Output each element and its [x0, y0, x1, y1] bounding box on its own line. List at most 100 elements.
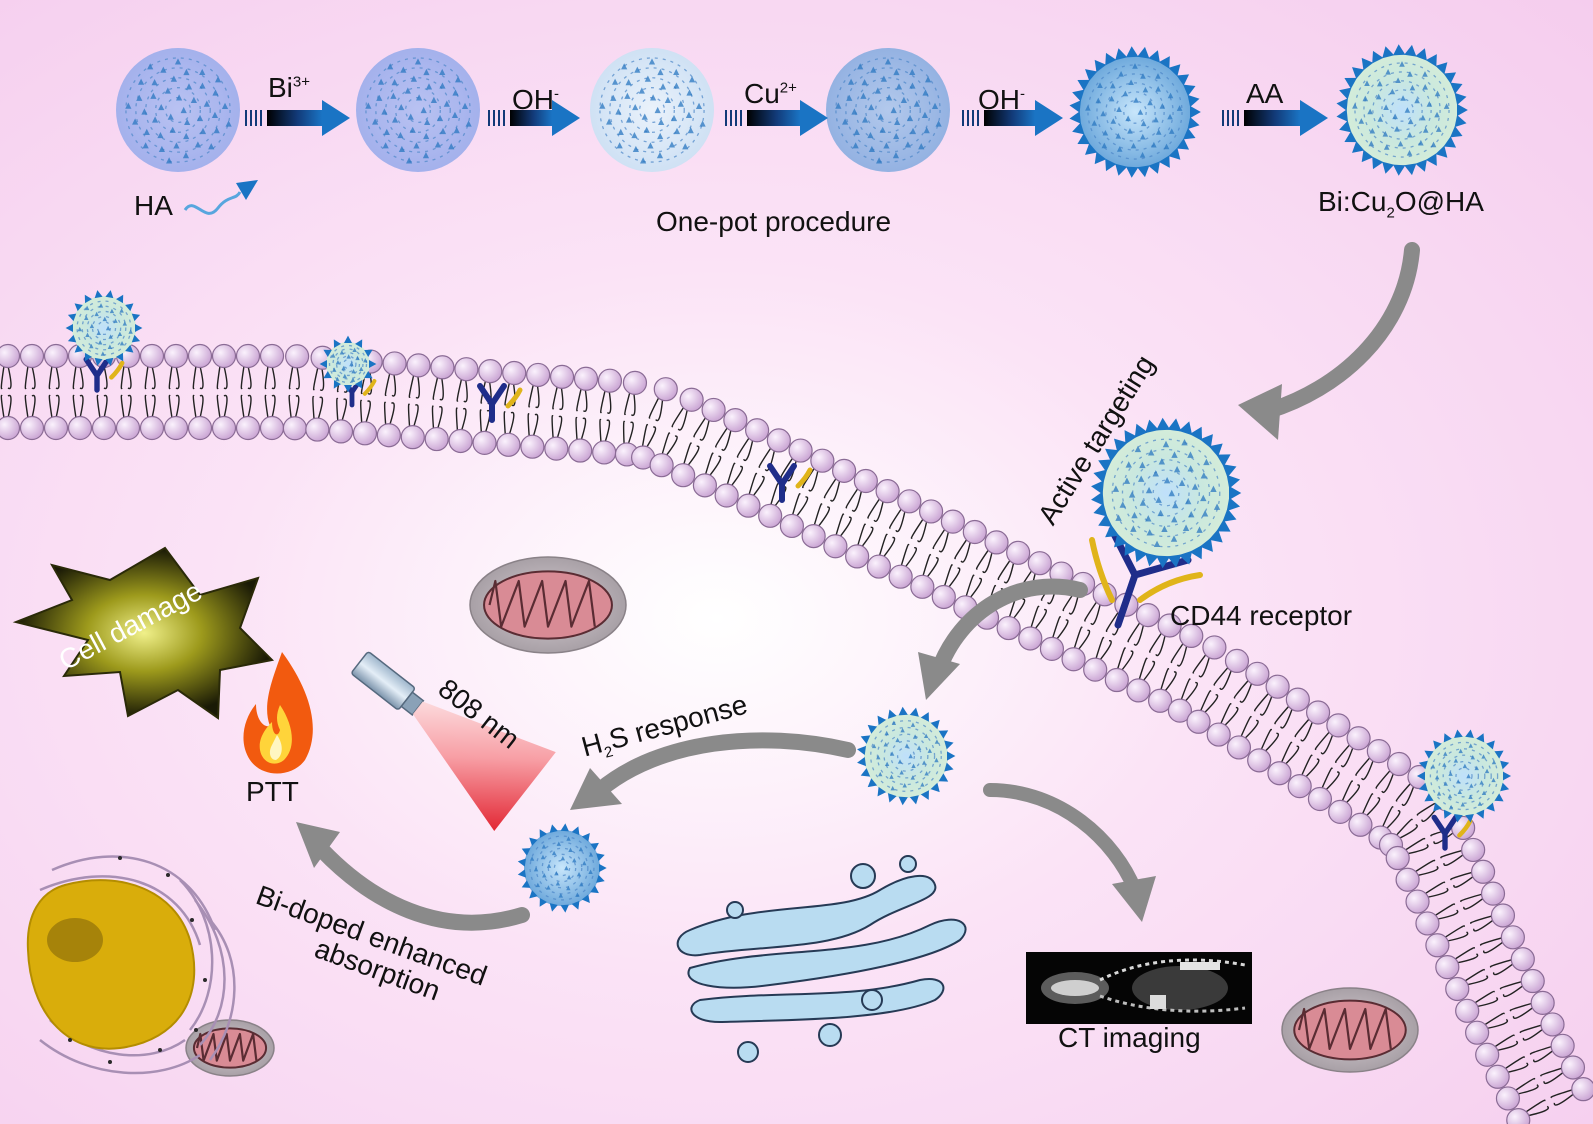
lipid-head	[1147, 688, 1173, 713]
lipid-head	[1425, 933, 1450, 958]
lipid-head	[1445, 976, 1470, 1002]
lipid-head	[285, 344, 310, 369]
lipid-head	[1224, 648, 1250, 673]
reagent-label-5: AA	[1246, 78, 1284, 109]
lipid-head	[1530, 990, 1555, 1015]
lipid-head	[259, 415, 285, 441]
lipid-head	[1104, 667, 1129, 693]
lipid-head	[1135, 603, 1161, 628]
lipid-head	[1265, 674, 1290, 699]
lipid-head	[653, 377, 678, 402]
cu-complex-sphere	[826, 48, 950, 172]
targeting-arrowhead	[1238, 384, 1282, 440]
lipid-head	[1027, 551, 1052, 576]
lipid-head	[1550, 1033, 1575, 1058]
lipid-head	[758, 503, 783, 528]
lipid-head	[259, 343, 285, 369]
synthesis-step-arrow	[962, 100, 1063, 136]
lipid-head	[382, 351, 407, 376]
lipid-head	[328, 419, 354, 444]
lipid-head	[115, 415, 141, 441]
lipid-head	[1560, 1055, 1586, 1080]
targeting-arrow	[1257, 242, 1420, 420]
bi-cu2o-ha-particle	[1336, 44, 1468, 176]
lipid-head	[1415, 911, 1440, 936]
one-pot-synthesis-row	[116, 44, 1468, 215]
lipid-head	[1126, 678, 1151, 703]
absorption-arrow	[314, 842, 530, 931]
ptt-label: PTT	[246, 776, 299, 807]
lipid-head	[1247, 748, 1272, 773]
lipid-head	[1506, 1108, 1531, 1124]
lipid-head	[1455, 998, 1480, 1023]
internalized-particle	[857, 706, 956, 806]
lipid-head	[1346, 726, 1371, 751]
hydroxide-sphere	[590, 48, 714, 172]
lipid-head	[1287, 774, 1312, 799]
lipid-head	[918, 499, 944, 524]
lipid-head	[0, 415, 21, 441]
lipid-head	[1490, 903, 1516, 928]
lipid-head	[910, 574, 935, 599]
reagent-label-2: OH-	[512, 84, 559, 115]
lipid-head	[1083, 657, 1108, 682]
lipid-head	[305, 417, 330, 442]
lipid-head	[1006, 540, 1031, 565]
lipid-head	[211, 343, 237, 369]
ha-chain-icon	[183, 191, 242, 215]
lipid-head	[1326, 713, 1351, 738]
bound-particle-small	[65, 290, 143, 366]
lipid-head	[1435, 955, 1460, 980]
lipid-head	[1386, 751, 1412, 777]
lipid-head	[745, 418, 770, 443]
lipid-head	[1186, 709, 1211, 734]
lipid-head	[91, 415, 117, 441]
ha-precursor-sphere	[116, 48, 240, 172]
lipid-head	[766, 428, 791, 453]
reagent-label-3: Cu2+	[744, 78, 797, 109]
lipid-head	[962, 519, 987, 545]
lipid-head	[211, 415, 237, 441]
cd44-receptor	[477, 383, 523, 423]
lipid-head	[1500, 925, 1525, 950]
golgi-apparatus	[676, 855, 967, 1063]
lipid-head	[235, 343, 261, 369]
bi-complex-sphere	[356, 48, 480, 172]
lipid-head	[187, 343, 213, 369]
lipid-head	[163, 415, 189, 441]
lipid-head	[376, 423, 401, 448]
lipid-head	[622, 370, 648, 395]
lipid-head	[478, 359, 503, 384]
reagent-label-1: Bi3+	[268, 72, 311, 103]
lipid-head	[1285, 687, 1310, 712]
lipid-head	[352, 421, 378, 446]
lipid-head	[430, 355, 455, 380]
synthesis-step-arrow	[245, 100, 350, 136]
lipid-head	[1470, 859, 1496, 884]
synthesis-step-arrow	[488, 100, 580, 136]
lipid-head	[831, 458, 857, 483]
lipid-head	[723, 408, 748, 433]
lipid-head	[568, 438, 593, 463]
internalization-arrowhead	[918, 652, 960, 700]
lipid-head	[1245, 661, 1270, 686]
ct-imaging-arrow	[983, 783, 1142, 897]
lipid-head	[714, 483, 739, 508]
lipid-head	[692, 473, 718, 498]
ha-label: HA	[134, 190, 173, 221]
lipid-head	[701, 397, 726, 423]
lipid-head	[406, 353, 431, 378]
lipid-head	[472, 430, 497, 455]
bound-particle-right	[1416, 729, 1512, 823]
lipid-head	[1571, 1077, 1593, 1102]
lipid-head	[1395, 867, 1420, 892]
synthesis-step-arrow	[1222, 100, 1328, 136]
reagent-label-4: OH-	[978, 84, 1025, 115]
lipid-head	[1018, 626, 1043, 651]
mitochondrion	[185, 1019, 275, 1077]
lipid-head	[1480, 881, 1506, 906]
lipid-head	[823, 534, 848, 559]
lipid-head	[940, 509, 965, 534]
mitochondrion	[1281, 987, 1419, 1073]
